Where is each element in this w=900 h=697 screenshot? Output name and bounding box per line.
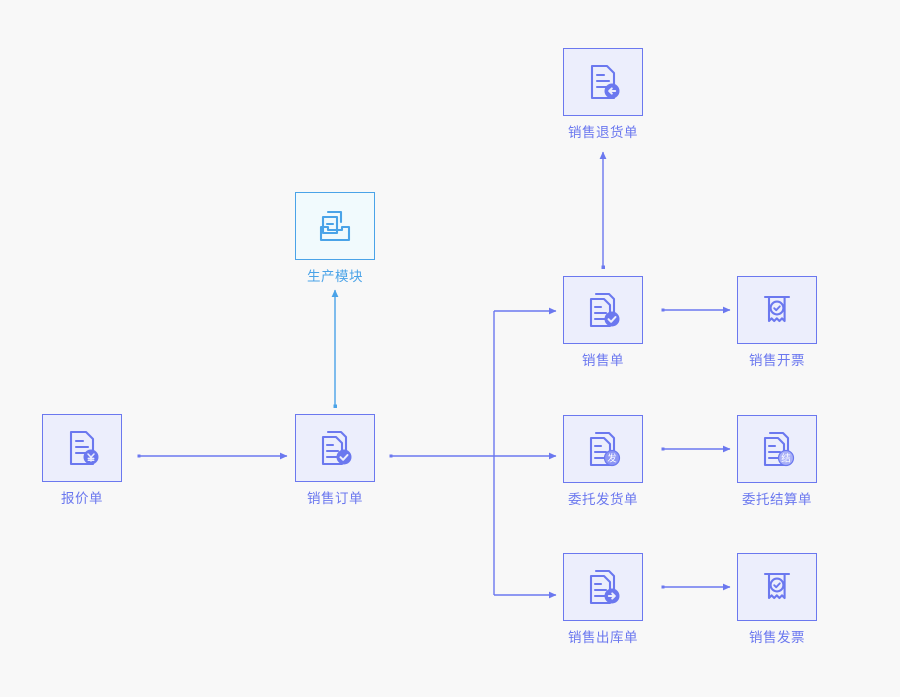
- node-consign-shipment[interactable]: 发 委托发货单: [563, 415, 643, 508]
- document-badge-jie-icon: 结: [755, 427, 799, 471]
- node-consign-shipment-label: 委托发货单: [568, 492, 638, 508]
- node-production-module-label: 生产模块: [307, 269, 363, 285]
- document-arrow-right-icon: [581, 565, 625, 609]
- node-consign-shipment-box[interactable]: 发: [563, 415, 643, 483]
- connector-sales-order-to-production-module: [331, 289, 339, 408]
- node-quotation[interactable]: 报价单: [42, 414, 122, 507]
- node-consign-settlement-label: 委托结算单: [742, 492, 812, 508]
- node-consign-settlement-box[interactable]: 结: [737, 415, 817, 483]
- connector-branch-trunk: [493, 307, 557, 599]
- node-consign-settlement[interactable]: 结 委托结算单: [737, 415, 817, 508]
- node-sales-order-box[interactable]: [295, 414, 375, 482]
- node-production-module[interactable]: 生产模块: [295, 192, 375, 285]
- connector-sales-bill-to-sales-return: [599, 151, 607, 269]
- node-sales-invoice-label: 销售发票: [749, 630, 805, 646]
- node-sales-invoicing[interactable]: 销售开票: [737, 276, 817, 369]
- node-sales-return-box[interactable]: [563, 48, 643, 116]
- node-quotation-box[interactable]: [42, 414, 122, 482]
- node-production-module-box[interactable]: [295, 192, 375, 260]
- receipt-check-icon: [755, 565, 799, 609]
- production-inbox-icon: [313, 204, 357, 248]
- receipt-check-icon: [755, 288, 799, 332]
- document-yuan-icon: [60, 426, 104, 470]
- node-sales-order[interactable]: 销售订单: [295, 414, 375, 507]
- node-sales-return[interactable]: 销售退货单: [563, 48, 643, 141]
- badge-text: 发: [607, 453, 617, 465]
- document-badge-fa-icon: 发: [581, 427, 625, 471]
- node-sales-bill-box[interactable]: [563, 276, 643, 344]
- connector-sales-order-to-branch: [389, 452, 557, 460]
- node-sales-invoice[interactable]: 销售发票: [737, 553, 817, 646]
- connector-sales-outbound-to-sales-invoice: [661, 583, 731, 591]
- node-sales-outbound-label: 销售出库单: [568, 630, 638, 646]
- node-sales-return-label: 销售退货单: [568, 125, 638, 141]
- node-sales-invoicing-label: 销售开票: [749, 353, 805, 369]
- node-sales-invoice-box[interactable]: [737, 553, 817, 621]
- node-sales-invoicing-box[interactable]: [737, 276, 817, 344]
- node-sales-order-label: 销售订单: [307, 491, 363, 507]
- document-arrow-left-icon: [581, 60, 625, 104]
- node-sales-outbound-box[interactable]: [563, 553, 643, 621]
- document-check-icon: [581, 288, 625, 332]
- node-sales-bill-label: 销售单: [582, 353, 624, 369]
- connector-sales-bill-to-sales-invoicing: [661, 306, 731, 314]
- node-sales-bill[interactable]: 销售单: [563, 276, 643, 369]
- node-sales-outbound[interactable]: 销售出库单: [563, 553, 643, 646]
- document-check-icon: [313, 426, 357, 470]
- badge-text: 结: [781, 453, 791, 465]
- connector-quotation-to-sales-order: [137, 452, 288, 460]
- node-quotation-label: 报价单: [61, 491, 103, 507]
- connector-consign-shipment-to-consign-settlement: [661, 445, 731, 453]
